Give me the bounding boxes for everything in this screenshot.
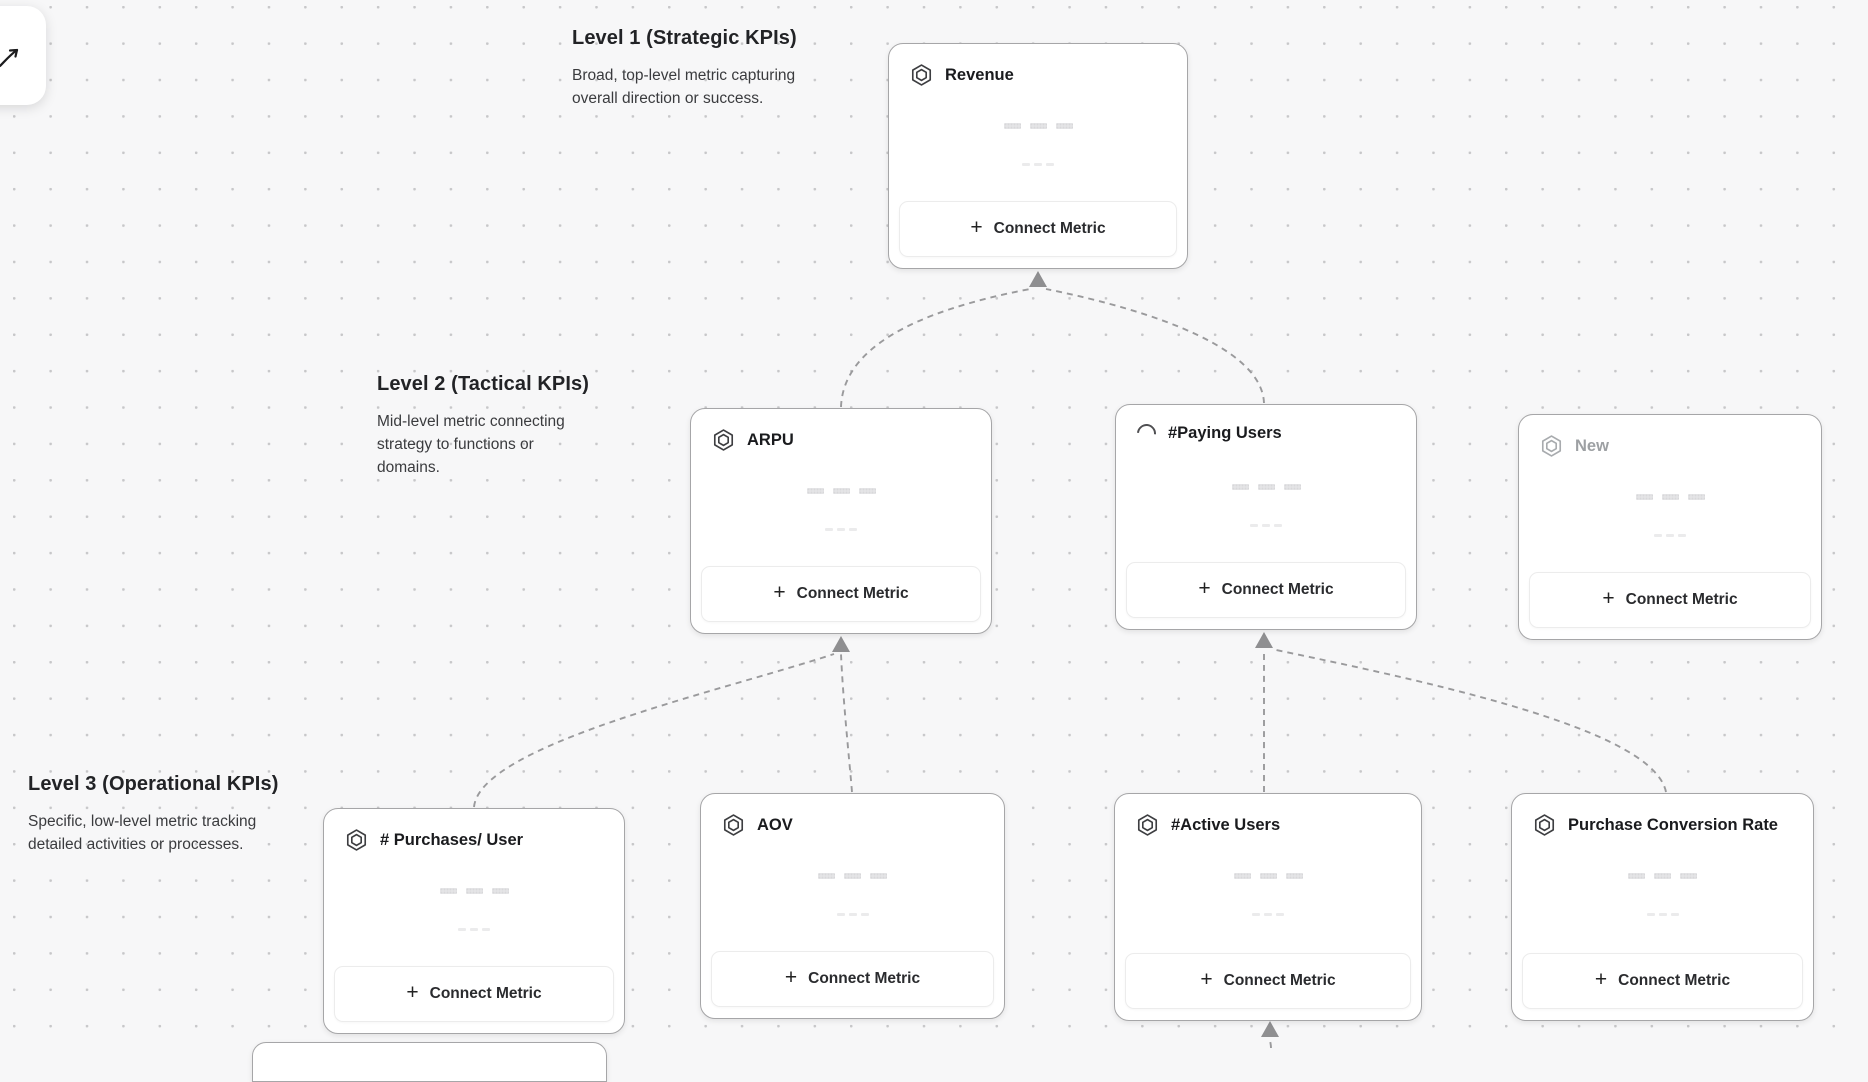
arrowhead-into-active-users [1261,1021,1279,1037]
metric-card-new[interactable]: New + Connect Metric [1518,414,1822,640]
metric-card-partially-visible[interactable] [252,1042,607,1082]
section-level3: Level 3 (Operational KPIs) Specific, low… [28,773,286,856]
connect-metric-label: Connect Metric [808,970,921,987]
metric-card-arpu[interactable]: ARPU + Connect Metric [690,408,992,634]
metric-card-active-users[interactable]: #Active Users + Connect Metric [1114,793,1422,1021]
skeleton-placeholder-row [1519,534,1821,537]
skeleton-placeholder-row [324,888,624,894]
arrowhead-into-arpu [832,636,850,652]
connect-metric-label: Connect Metric [796,585,909,602]
section-level3-description: Specific, low-level metric tracking deta… [28,813,257,853]
skeleton-placeholder-row [1116,524,1416,527]
skeleton-placeholder-row [889,123,1187,129]
skeleton-placeholder-row [889,163,1187,166]
skeleton-placeholder-row [691,488,991,494]
edge-pcr-to-paying [1275,649,1667,793]
edge-arpu-to-revenue [840,288,1031,408]
edge-paying-users-to-revenue [1045,288,1265,404]
card-title: New [1575,436,1609,455]
edge-aov-to-arpu [840,653,853,793]
connect-metric-button[interactable]: + Connect Metric [701,566,981,622]
card-header: ARPU [691,409,991,452]
card-header: New [1519,415,1821,458]
arrowhead-into-paying-users [1255,632,1273,648]
connect-metric-label: Connect Metric [1625,591,1738,608]
skeleton-placeholder-row [1115,913,1421,916]
connect-metric-label: Connect Metric [1618,972,1731,989]
loading-spinner-icon [1133,420,1160,447]
card-title: Revenue [945,65,1014,84]
metric-card-purchases-per-user[interactable]: # Purchases/ User + Connect Metric [323,808,625,1034]
card-title: #Paying Users [1168,424,1282,442]
card-title: #Active Users [1171,815,1281,834]
cursor-tool-button[interactable] [0,6,46,105]
skeleton-placeholder-row [701,913,1004,916]
connect-metric-button[interactable]: + Connect Metric [1529,572,1811,628]
connect-metric-button[interactable]: + Connect Metric [1126,562,1406,618]
skeleton-placeholder-row [701,873,1004,879]
connect-metric-button[interactable]: + Connect Metric [334,966,614,1022]
card-title: ARPU [747,430,794,449]
hexagon-nut-icon [1136,813,1159,837]
section-level3-title: Level 3 (Operational KPIs) [28,773,279,795]
connect-metric-button[interactable]: + Connect Metric [899,201,1177,257]
card-header: Purchase Conversion Rate [1512,794,1813,837]
hexagon-nut-icon [1540,434,1563,458]
metric-card-revenue[interactable]: Revenue + Connect Metric [888,43,1188,269]
hexagon-nut-icon [910,63,933,87]
section-level1-description: Broad, top-level metric capturing overal… [572,67,796,107]
card-title: Purchase Conversion Rate [1568,815,1778,834]
hexagon-nut-icon [345,828,368,852]
card-header: Revenue [889,44,1187,87]
edge-offscreen-to-active [1269,1038,1272,1048]
skeleton-placeholder-row [1512,873,1813,879]
skeleton-placeholder-row [1512,913,1813,916]
card-title: # Purchases/ User [380,830,524,849]
metric-card-paying-users[interactable]: #Paying Users + Connect Metric [1115,404,1417,630]
card-title: AOV [757,815,793,834]
skeleton-placeholder-row [1115,873,1421,879]
section-level2-title: Level 2 (Tactical KPIs) [377,373,590,395]
section-level2: Level 2 (Tactical KPIs) Mid-level metric… [377,373,597,479]
card-header: # Purchases/ User [324,809,624,852]
skeleton-placeholder-row [1519,494,1821,500]
connect-metric-button[interactable]: + Connect Metric [711,951,994,1007]
card-header: AOV [701,794,1004,837]
card-header: #Paying Users [1116,405,1416,447]
section-level2-description: Mid-level metric connecting strategy to … [377,413,565,476]
section-level1-title: Level 1 (Strategic KPIs) [572,27,797,49]
arrowhead-into-revenue [1029,271,1047,287]
skeleton-placeholder-row [324,928,624,931]
section-level1: Level 1 (Strategic KPIs) Broad, top-leve… [572,27,817,110]
hexagon-nut-icon [712,428,735,452]
hexagon-nut-icon [722,813,745,837]
connect-metric-label: Connect Metric [993,220,1106,237]
connect-metric-button[interactable]: + Connect Metric [1125,953,1411,1009]
connect-metric-label: Connect Metric [1223,972,1336,989]
connect-metric-label: Connect Metric [429,985,542,1002]
metric-card-purchase-conversion-rate[interactable]: Purchase Conversion Rate + Connect Metri… [1511,793,1814,1021]
hexagon-nut-icon [1533,813,1556,837]
metric-card-aov[interactable]: AOV + Connect Metric [700,793,1005,1019]
edge-purchases-to-arpu [473,653,835,808]
skeleton-placeholder-row [1116,484,1416,490]
skeleton-placeholder-row [691,528,991,531]
connect-metric-button[interactable]: + Connect Metric [1522,953,1803,1009]
connect-metric-label: Connect Metric [1221,581,1334,598]
card-header: #Active Users [1115,794,1421,837]
